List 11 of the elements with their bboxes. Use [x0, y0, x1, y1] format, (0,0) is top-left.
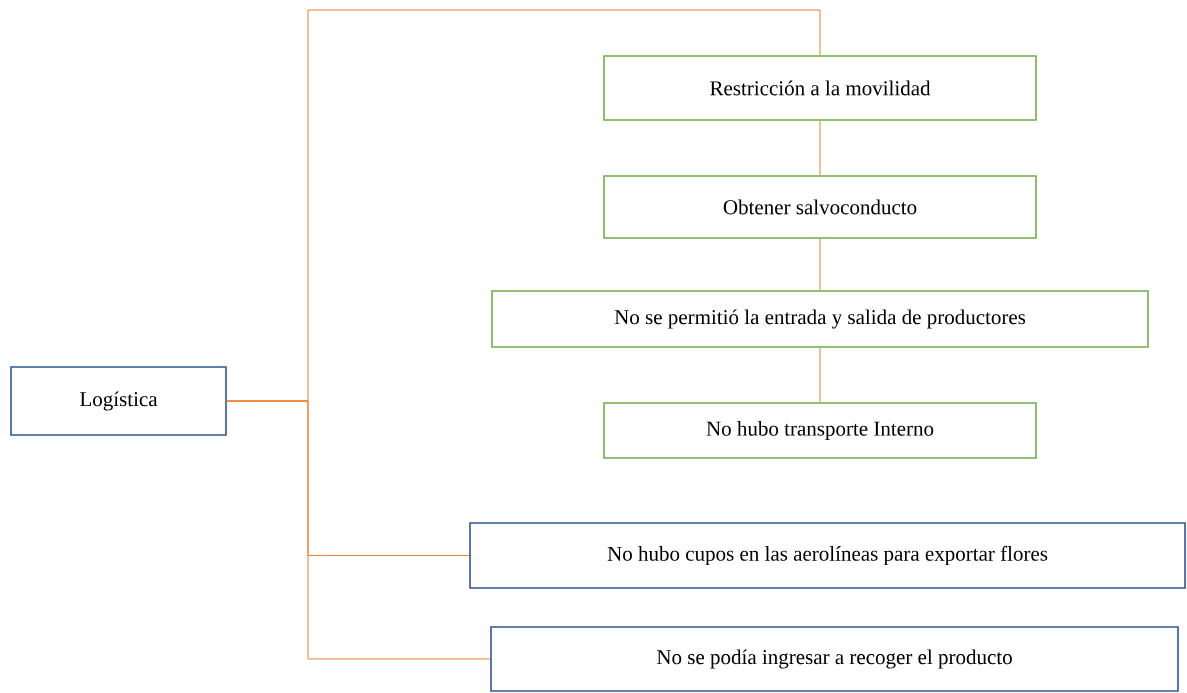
- text-box: Restricción a la movilidad: [603, 55, 1037, 121]
- text-box: No se podía ingresar a recoger el producto: [490, 626, 1179, 692]
- text-box: Obtener salvoconducto: [603, 175, 1037, 239]
- connector-line: [819, 238, 821, 291]
- text-box: No hubo cupos en las aerolíneas para exportar flores: [469, 522, 1186, 589]
- connector-line: [819, 120, 821, 176]
- text-box: No hubo transporte Interno: [603, 402, 1037, 459]
- text-box: No se permitió la entrada y salida de productores: [491, 290, 1149, 348]
- connector-line: [226, 400, 491, 660]
- text-box: Logística: [10, 366, 227, 436]
- connector-line: [819, 347, 821, 403]
